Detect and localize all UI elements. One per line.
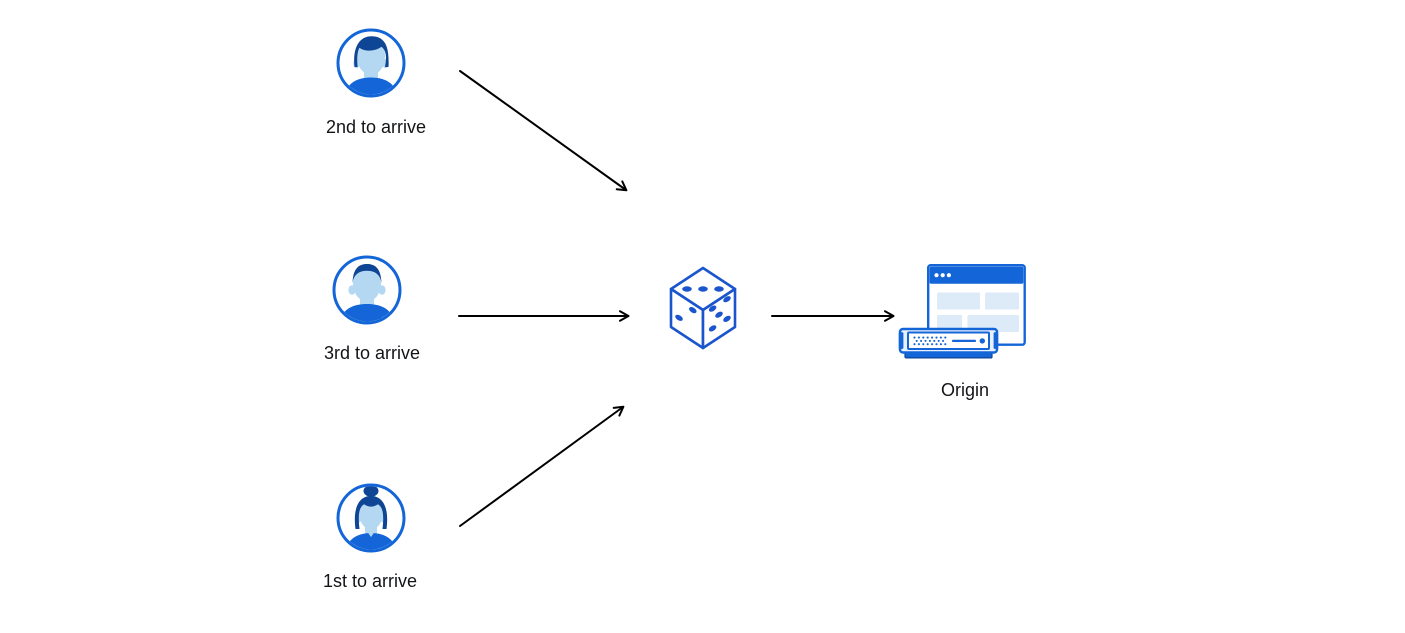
- server-led: [979, 338, 985, 344]
- origin-label: Origin: [940, 380, 990, 400]
- user-avatar-icon-2nd: [336, 28, 406, 98]
- origin-icon: [898, 264, 1026, 359]
- user-avatar-icon-3rd: [332, 255, 402, 325]
- user-avatar-icon-1st: [336, 483, 406, 553]
- visitor-label-2nd: 2nd to arrive: [325, 117, 427, 137]
- arrow-visitor-2nd-to-dice: [459, 70, 628, 192]
- visitor-label-3rd: 3rd to arrive: [323, 343, 421, 363]
- visitor-label-1st: 1st to arrive: [322, 571, 418, 591]
- dice-icon: [669, 266, 737, 350]
- arrow-visitor-1st-to-dice: [459, 405, 625, 527]
- window-dot: [946, 273, 951, 278]
- window-dot: [940, 273, 945, 278]
- window-dot: [934, 273, 939, 278]
- server-vent-dots: [913, 336, 947, 346]
- dice-cube: [669, 266, 737, 350]
- server-icon: [898, 327, 999, 359]
